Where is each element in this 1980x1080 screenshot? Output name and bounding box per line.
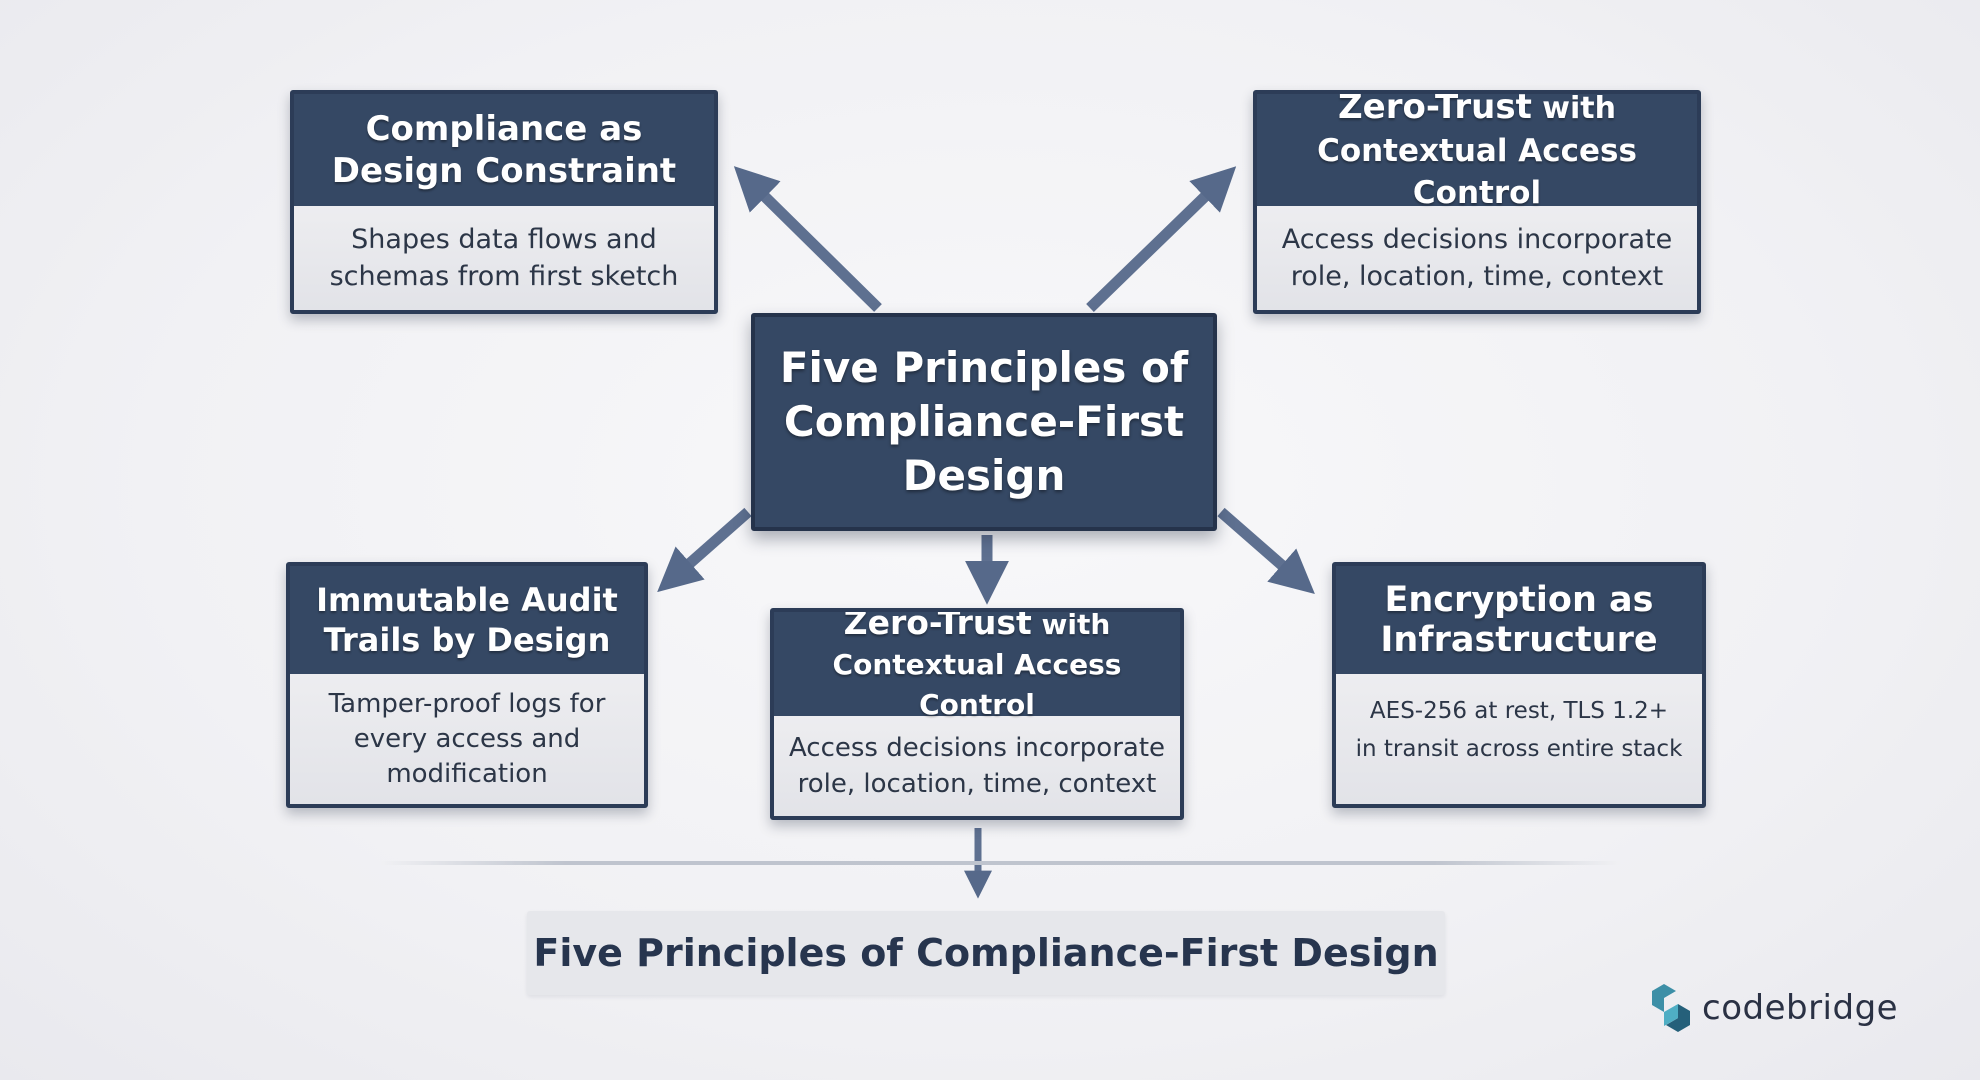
arrow-to-top-left: [733, 166, 882, 312]
card-title-bold: Zero-Trust: [1337, 90, 1532, 127]
principle-card-zero-trust: Zero-Trust with Contextual Access Contro…: [1253, 90, 1701, 314]
card-desc-line: modification: [386, 758, 548, 789]
card-title-line: Zero-Trust with: [843, 608, 1111, 645]
center-title-box: Five Principles of Compliance-First Desi…: [751, 313, 1217, 531]
logo-text: codebridge: [1702, 988, 1899, 1028]
card-title-line: Infrastructure: [1380, 620, 1658, 660]
principle-card-encryption: Encryption as Infrastructure AES-256 at …: [1332, 562, 1706, 808]
card-title-line: Encryption as: [1384, 580, 1654, 620]
card-title-line: Design Constraint: [331, 151, 677, 191]
card-desc-line: Access decisions incorporate: [788, 733, 1166, 763]
caption-bar: Five Principles of Compliance-First Desi…: [527, 911, 1445, 995]
principle-card-compliance-constraint: Compliance as Design Constraint Shapes d…: [290, 90, 718, 314]
card-desc-line: every access and: [353, 723, 581, 754]
card-title-line: Immutable Audit: [316, 581, 618, 619]
card-desc-line: AES-256 at rest, TLS 1.2+: [1369, 698, 1669, 724]
card-header: Zero-Trust with Contextual Access Contro…: [1257, 94, 1697, 211]
card-desc-line: schemas from first sketch: [329, 261, 679, 292]
card-title-line: Compliance as: [365, 109, 643, 149]
card-title-bold: Zero-Trust: [843, 608, 1032, 642]
card-description: Shapes data flows and schemas from first…: [294, 206, 714, 310]
card-title-line: Trails by Design: [323, 621, 611, 659]
card-description: Access decisions incorporate role, locat…: [774, 716, 1180, 816]
caption-text: Five Principles of Compliance-First Desi…: [533, 931, 1439, 975]
card-header: Zero-Trust with Contextual Access Contro…: [774, 612, 1180, 721]
brand-logo[interactable]: codebridge: [1650, 980, 1930, 1036]
card-description: Access decisions incorporate role, locat…: [1257, 206, 1697, 310]
card-header: Compliance as Design Constraint: [294, 94, 714, 206]
card-title-rest: with: [1031, 608, 1111, 641]
card-desc-line: Access decisions incorporate: [1281, 224, 1673, 255]
arrow-to-top-right: [1086, 166, 1237, 312]
card-title-line: Zero-Trust with: [1337, 90, 1616, 130]
card-desc-line: Tamper-proof logs for: [328, 688, 606, 719]
card-desc-line: role, location, time, context: [797, 769, 1157, 799]
divider-line: [380, 861, 1620, 865]
arrow-to-bottom-left: [657, 507, 752, 593]
principle-card-audit-trails: Immutable Audit Trails by Design Tamper-…: [286, 562, 648, 808]
card-header: Encryption as Infrastructure: [1336, 566, 1702, 674]
card-desc-line: in transit across entire stack: [1355, 736, 1683, 762]
card-title-line: Contextual Access Control: [832, 648, 1122, 721]
card-title-rest: with: [1531, 91, 1616, 126]
principle-card-zero-trust-duplicate: Zero-Trust with Contextual Access Contro…: [770, 608, 1184, 820]
card-title-line: Contextual Access Control: [1317, 133, 1637, 211]
arrow-to-bottom-right: [1217, 507, 1315, 595]
codebridge-logo-icon: [1652, 984, 1690, 1032]
card-desc-line: role, location, time, context: [1290, 261, 1664, 292]
card-description: Tamper-proof logs for every access and m…: [290, 674, 644, 804]
center-title: Five Principles of Compliance-First Desi…: [779, 343, 1189, 500]
card-description: AES-256 at rest, TLS 1.2+ in transit acr…: [1336, 674, 1702, 804]
card-header: Immutable Audit Trails by Design: [290, 566, 644, 674]
card-desc-line: Shapes data flows and: [351, 224, 657, 255]
